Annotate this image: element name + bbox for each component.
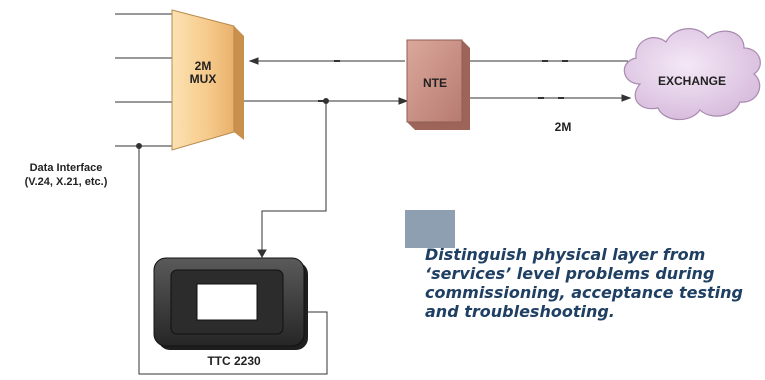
test-connection-lines: [136, 98, 329, 375]
ttc-device: TTC 2230: [153, 257, 308, 368]
link-markers: [318, 60, 568, 102]
mux-label-line2: MUX: [190, 72, 217, 86]
nte-block: NTE: [406, 39, 470, 130]
tagline-line1: Distinguish physical layer from: [425, 245, 705, 264]
tagline-line3: commissioning, acceptance testing: [425, 283, 743, 302]
mux-block: 2M MUX: [171, 9, 244, 151]
exchange-label: EXCHANGE: [658, 74, 726, 88]
mux-label-line1: 2M: [195, 59, 212, 73]
tagline-line2: ‘services’ level problems during: [425, 264, 714, 283]
tagline-accent-box: [405, 210, 455, 248]
data-interface-label-line2: (V.24, X.21, etc.): [25, 176, 108, 188]
device-label: TTC 2230: [207, 354, 261, 368]
tagline: Distinguish physical layer from ‘service…: [405, 210, 743, 321]
data-interface-label-line1: Data Interface: [30, 162, 103, 174]
nte-label: NTE: [423, 76, 447, 90]
data-interface-lines: [115, 13, 172, 147]
tagline-line4: and troubleshooting.: [425, 302, 615, 321]
link-label: 2M: [555, 120, 572, 134]
exchange-cloud: EXCHANGE: [623, 28, 761, 121]
